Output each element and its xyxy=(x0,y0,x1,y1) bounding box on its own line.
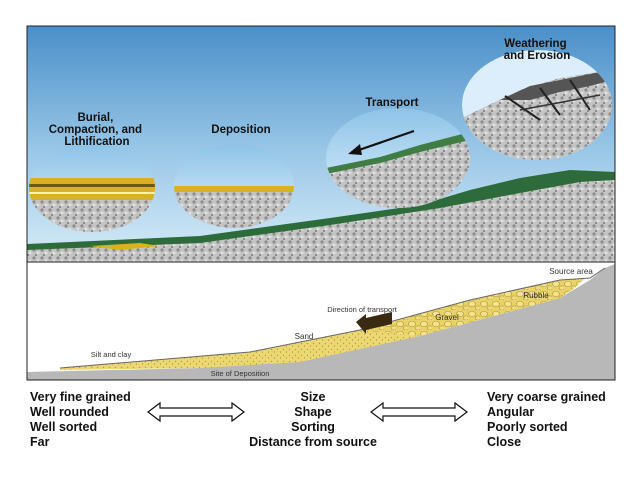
site-of-deposition-label: Site of Deposition xyxy=(211,369,270,378)
weathering-bubble xyxy=(462,50,612,160)
figure-border xyxy=(26,25,616,381)
vegetation xyxy=(27,170,615,250)
gold-layer xyxy=(90,243,160,250)
right-property-shape: Angular xyxy=(487,405,535,419)
coarse-end-properties: Very coarse grained Angular Poorly sorte… xyxy=(487,390,606,450)
silt-clay-label: Silt and clay xyxy=(91,350,132,359)
rubble-label: Rubble xyxy=(523,291,549,300)
fine-end-properties: Very fine grained Well rounded Well sort… xyxy=(30,390,131,450)
burial-label-line2: Compaction, and xyxy=(49,124,142,136)
property-shape: Shape xyxy=(294,405,332,419)
sand-layer xyxy=(250,322,420,362)
ground-gravel xyxy=(27,178,615,262)
weathering-label-line2: and Erosion xyxy=(504,50,570,62)
transport-arrowhead xyxy=(348,144,362,155)
deposition-label: Deposition xyxy=(211,124,270,136)
gravel-label: Gravel xyxy=(435,313,459,322)
left-property-size: Very fine grained xyxy=(30,390,131,404)
svg-text:Burial, Compaction, and: Burial, Compaction, and Lithification xyxy=(49,112,145,148)
left-property-distance: Far xyxy=(30,435,50,449)
transport-label: Transport xyxy=(365,97,418,109)
right-property-sorting: Poorly sorted xyxy=(487,420,568,434)
sand-label: Sand xyxy=(295,332,314,341)
transport-bubble xyxy=(326,108,470,208)
burial-label-line3: Lithification xyxy=(64,136,129,148)
rubble-layer xyxy=(470,278,585,300)
right-property-size: Very coarse grained xyxy=(487,390,606,404)
bedrock xyxy=(27,264,615,380)
slope-outline xyxy=(59,267,606,369)
left-property-sorting: Well sorted xyxy=(30,420,98,434)
weathering-label-line1: Weathering xyxy=(504,38,566,50)
direction-label: Direction of transport xyxy=(327,305,398,314)
gravel-layer xyxy=(360,286,575,336)
property-names: Size Shape Sorting Distance from source xyxy=(248,390,378,450)
right-double-arrow xyxy=(370,401,468,423)
transport-arrow xyxy=(355,129,415,153)
left-property-shape: Well rounded xyxy=(30,405,109,419)
direction-arrow xyxy=(356,312,392,334)
right-property-distance: Close xyxy=(487,435,522,449)
source-area-label: Source area xyxy=(549,267,593,276)
svg-text:Weathering and Erosion: Weathering and Erosion xyxy=(504,38,570,62)
left-double-arrow xyxy=(147,401,245,423)
property-sorting: Sorting xyxy=(291,420,335,434)
property-distance: Distance from source xyxy=(249,435,377,449)
burial-label-line1: Burial, xyxy=(78,112,114,124)
property-size: Size xyxy=(300,390,326,404)
